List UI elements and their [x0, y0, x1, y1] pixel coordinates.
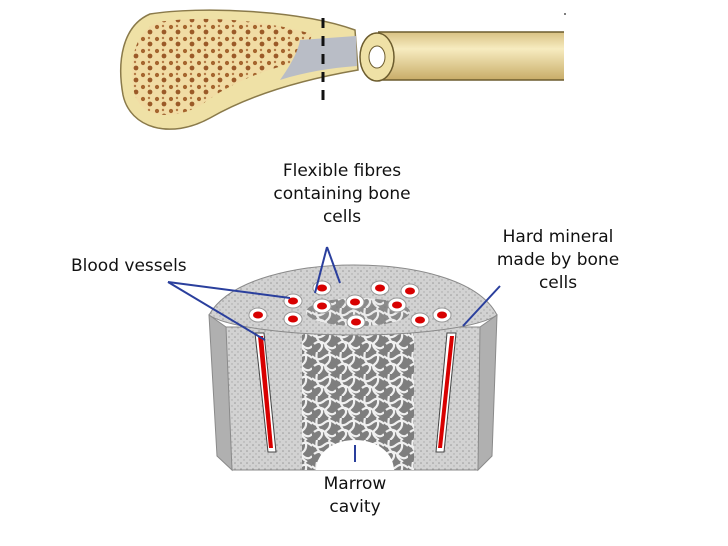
spongy-bone-section	[131, 18, 312, 115]
pointer-blood-2	[167, 281, 266, 341]
label-hard-mineral: Hard mineral made by bone cells	[496, 227, 620, 293]
pointer-fibres-2	[326, 246, 341, 284]
pointer-fibres-1	[314, 246, 328, 294]
bone-cross-section-block	[208, 264, 498, 472]
label-marrow-cavity: Marrow cavity	[323, 474, 387, 517]
marrow-channel	[280, 36, 357, 80]
label-flexible-fibres: Flexible fibres containing bone cells	[273, 161, 411, 227]
pointer-blood-1	[167, 281, 291, 299]
bone-shaft	[378, 32, 564, 80]
spongy-bone-mesh	[302, 305, 414, 470]
pointer-lines	[167, 246, 501, 462]
label-blood-vessels: Blood vessels	[71, 256, 187, 276]
pointer-mineral	[462, 285, 501, 327]
blood-vessel-channels	[254, 332, 457, 453]
long-bone-illustration	[120, 9, 566, 130]
